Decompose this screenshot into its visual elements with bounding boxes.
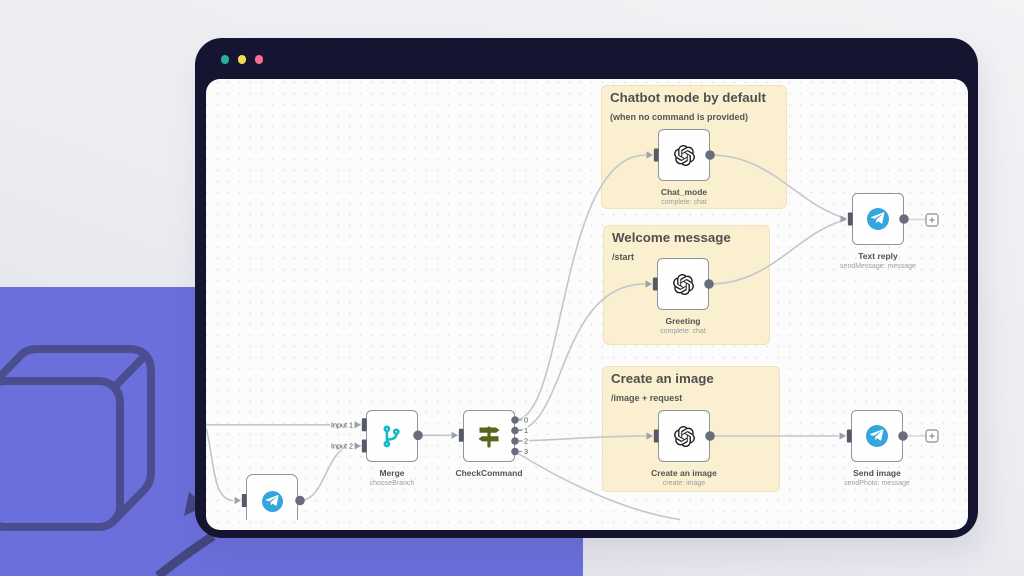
svg-text:Input 1: Input 1 [331,420,353,429]
svg-text:1: 1 [524,426,528,435]
svg-text:Input 2: Input 2 [331,442,353,451]
svg-text:3: 3 [524,447,528,456]
svg-text:2: 2 [524,437,528,446]
svg-text:0: 0 [524,416,528,425]
